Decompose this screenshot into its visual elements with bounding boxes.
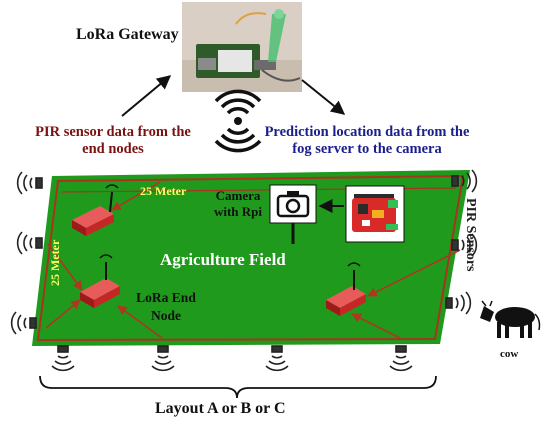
raspberry-pi-icon [345, 185, 405, 243]
layout-brace [39, 375, 437, 399]
uplink-caption-line2: end nodes [82, 141, 144, 157]
uplink-caption: PIR sensor data from the end nodes [18, 124, 208, 158]
field-label: Agriculture Field [160, 250, 286, 269]
gateway-wifi-icon [214, 89, 262, 153]
uplink-caption-line1: PIR sensor data from the [35, 124, 191, 140]
end-node-label-line1: LoRa End [136, 290, 196, 305]
sensor-arrow [45, 299, 81, 329]
camera-icon [269, 184, 317, 244]
cow-label: cow [500, 348, 519, 360]
downlink-caption: Prediction location data from the fog se… [262, 124, 472, 158]
field-boundary [36, 174, 465, 342]
sensor-arrow [351, 313, 401, 339]
field-height-label: 25 Meter [48, 239, 62, 286]
sensor-arrow [47, 243, 83, 291]
field-width-label: 25 Meter [140, 184, 187, 198]
camera-label: Camera with Rpi [205, 188, 271, 220]
end-node-2 [80, 254, 120, 308]
sensor-arrow [367, 249, 461, 297]
pir-sensors-label: PIR Sensors [463, 198, 478, 272]
pir-sensor-icon [445, 169, 478, 315]
camera-label-line2: with Rpi [213, 204, 263, 219]
downlink-caption-line1: Prediction location data from the [264, 124, 470, 140]
pir-sensor-icon [51, 345, 413, 372]
camera-label-line1: Camera [215, 188, 261, 203]
downlink-arrow [301, 79, 346, 115]
end-node-1 [72, 184, 119, 236]
end-node-label-line2: Node [151, 308, 181, 323]
downlink-caption-line2: fog server to the camera [292, 141, 442, 157]
sensor-arrow [117, 305, 163, 339]
end-node-3 [326, 262, 366, 316]
gateway-photo [182, 2, 302, 92]
end-node-label: LoRa End Node [116, 289, 216, 325]
gateway-title: LoRa Gateway [76, 26, 179, 43]
uplink-arrow [121, 75, 172, 117]
cow-icon [480, 300, 541, 338]
pir-sensor-icon [10, 171, 43, 335]
sensor-arrow [111, 181, 161, 211]
layout-label: Layout A or B or C [155, 400, 286, 417]
